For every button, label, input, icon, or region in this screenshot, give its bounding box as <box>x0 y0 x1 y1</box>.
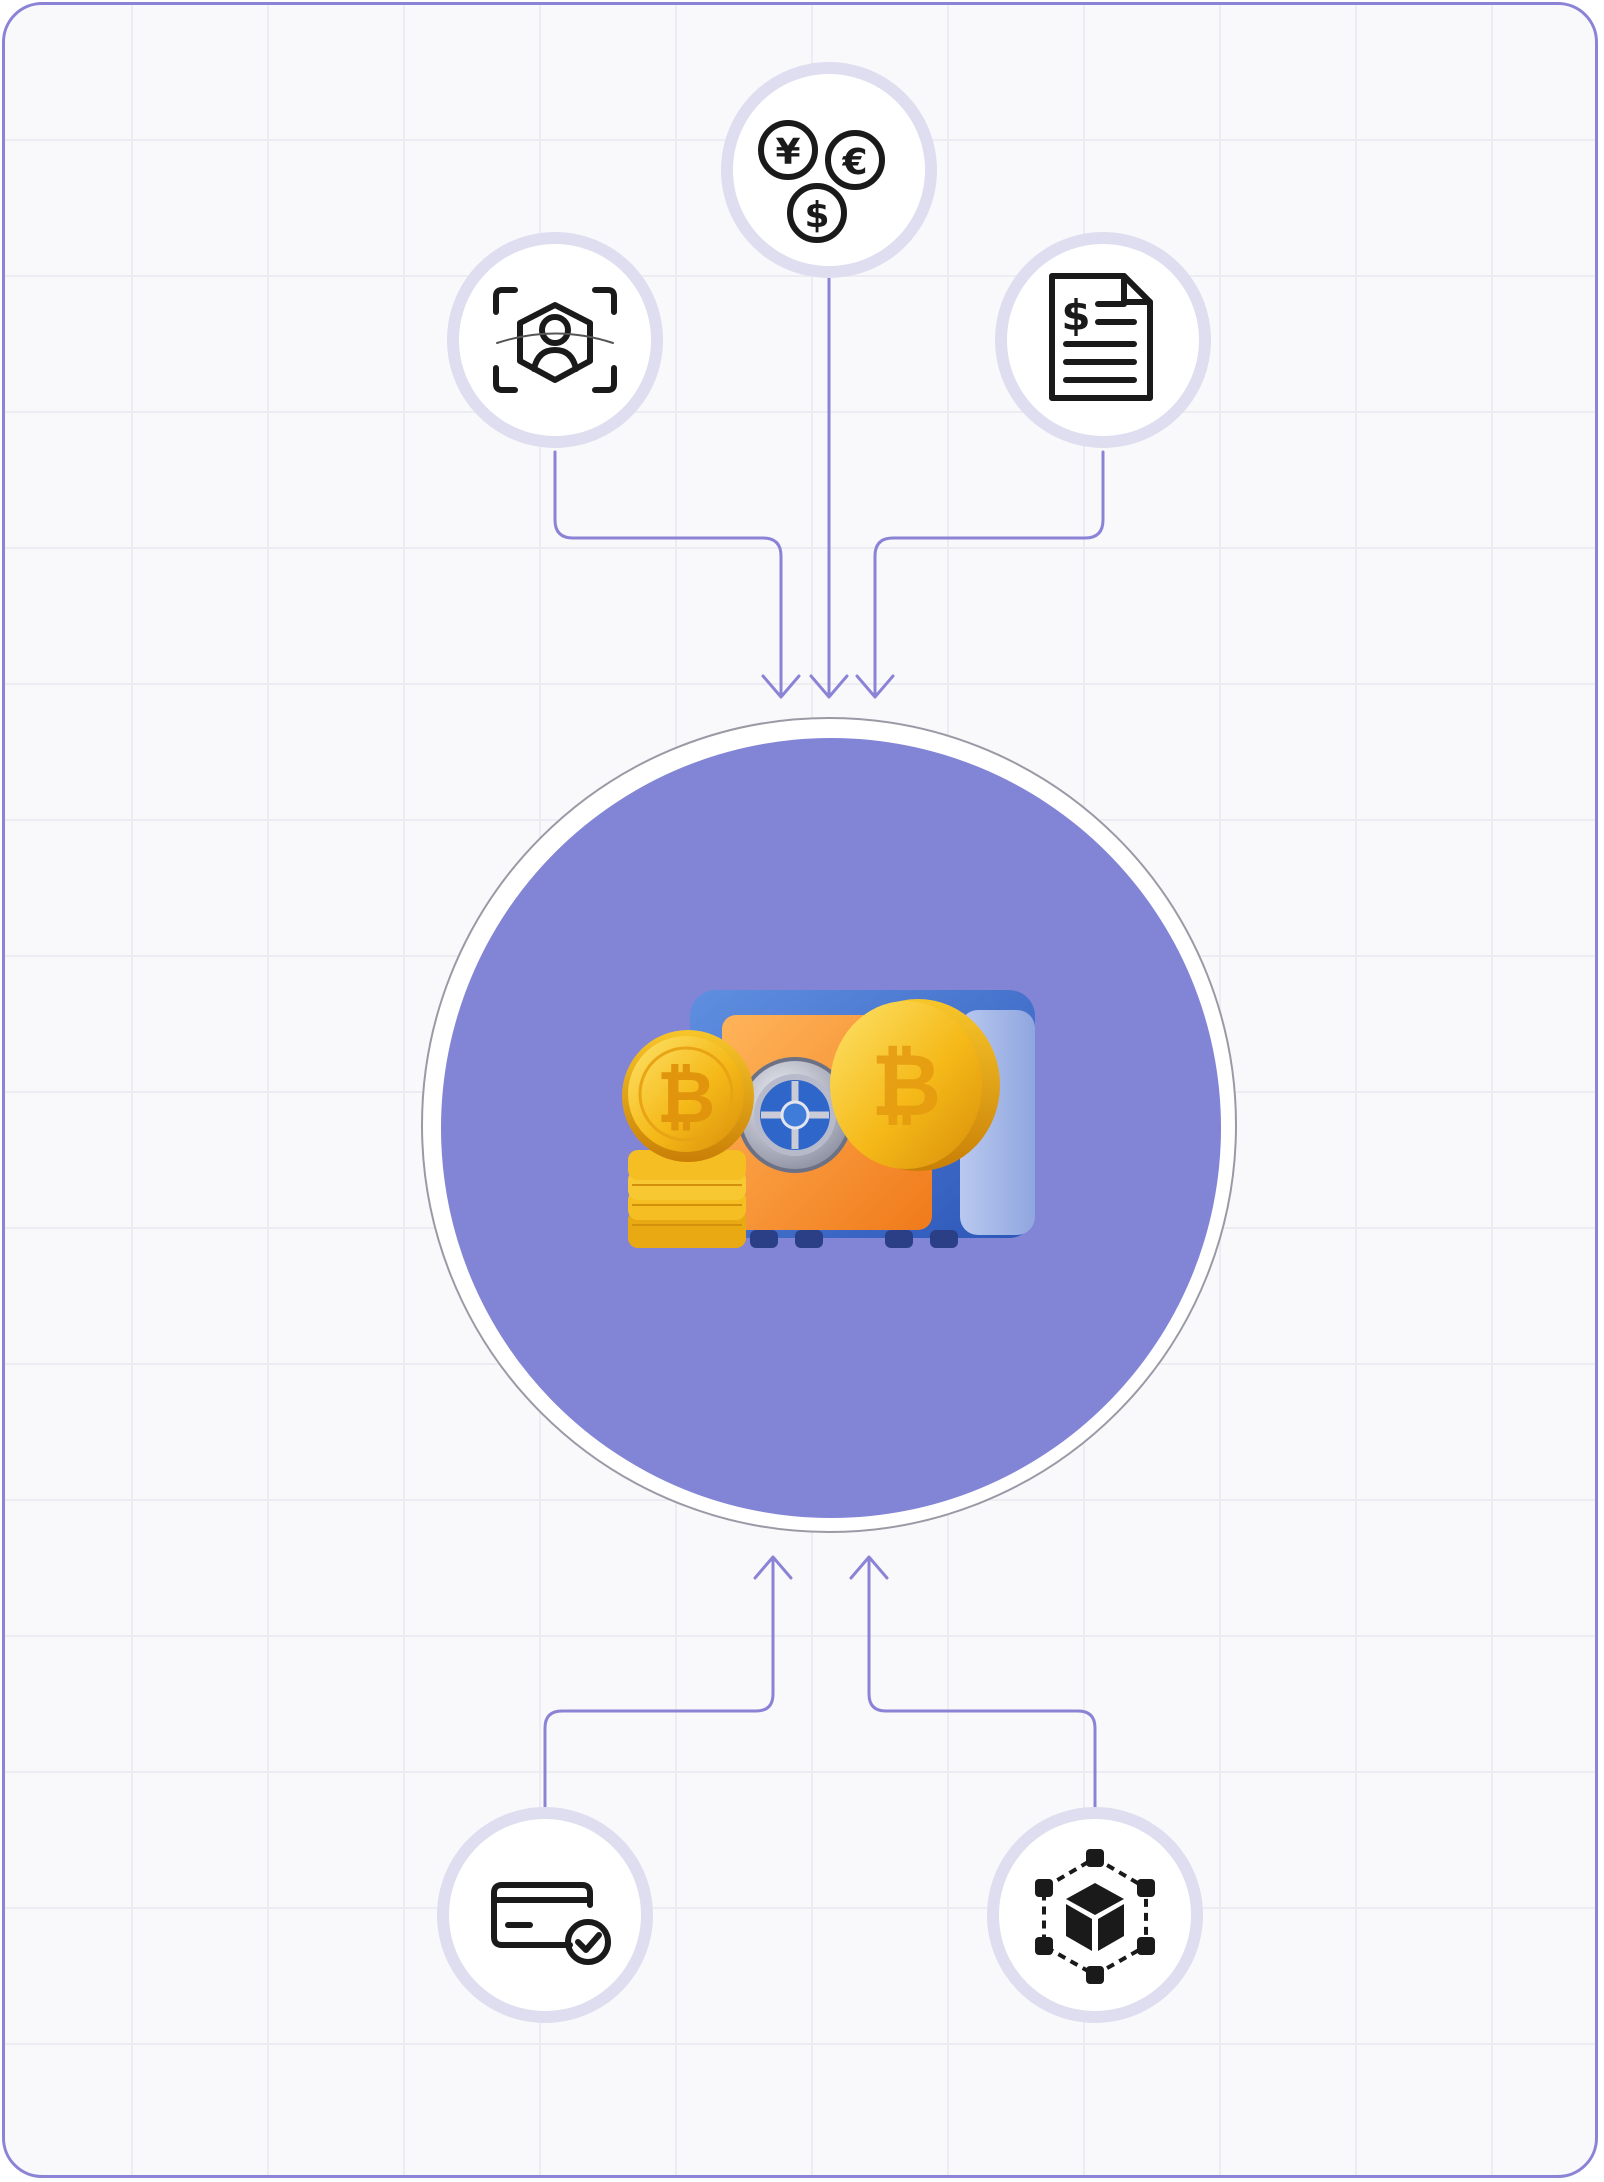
coin-stack <box>628 1150 746 1248</box>
arrowhead-down-left <box>761 674 801 699</box>
svg-text:€: € <box>841 142 867 183</box>
arrowhead-up-right <box>849 1555 889 1580</box>
svg-text:₿: ₿ <box>871 1036 941 1136</box>
node-currency: ¥ € $ <box>721 62 937 278</box>
currency-symbols: ¥ € $ <box>775 132 867 236</box>
invoice-document-icon <box>1049 273 1153 401</box>
card-verified-icon <box>491 1882 611 1965</box>
blockchain-cube-icon <box>1035 1849 1155 1984</box>
connectors <box>543 276 1105 1812</box>
svg-text:¥: ¥ <box>775 132 800 173</box>
safe-feet <box>750 1230 958 1248</box>
connector-identity <box>553 450 783 697</box>
svg-text:$: $ <box>804 195 829 236</box>
connector-blockchain <box>867 1558 1097 1812</box>
node-identity <box>447 232 663 448</box>
svg-text:₿: ₿ <box>657 1055 716 1139</box>
face-scan-icon <box>493 287 617 393</box>
currency-coins-icon <box>758 120 885 243</box>
arrowhead-down-right <box>855 674 895 699</box>
safe-vault-with-bitcoins-icon: ₿ ₿ <box>622 990 1035 1248</box>
arrowhead-down-center <box>809 674 849 699</box>
small-bitcoin-coin: ₿ <box>622 1030 754 1162</box>
arrowhead-up-left <box>753 1555 793 1580</box>
invoice-dollar-sign: $ <box>1061 291 1090 340</box>
large-bitcoin-coin: ₿ <box>830 999 1000 1171</box>
connector-card <box>543 1558 775 1812</box>
safe-dial <box>737 1057 853 1173</box>
node-card <box>437 1807 653 2023</box>
node-blockchain <box>987 1807 1203 2023</box>
node-invoice: $ <box>995 232 1211 448</box>
hub: ₿ ₿ <box>421 717 1237 1533</box>
arrowheads <box>753 674 895 1580</box>
connector-invoice <box>873 450 1105 697</box>
